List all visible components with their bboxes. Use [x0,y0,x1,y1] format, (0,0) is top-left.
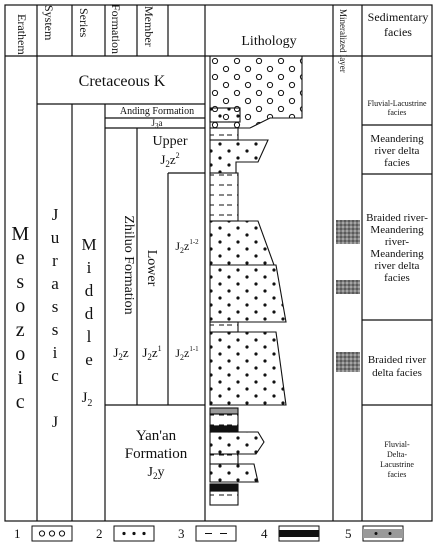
mineralized-layer-1 [336,220,360,244]
legend-dot-a [122,531,126,536]
lower-sub12-label: J2z1-2 [175,238,199,255]
legend-coal-bar [279,530,319,537]
legend-min-dot-b [388,532,392,535]
litho-mudstone-2 [209,172,239,222]
anding-formation-label: Anding Formation [120,106,194,117]
upper-code-label: J2z2 [160,151,179,169]
litho-sandstone-lower12b [209,264,287,323]
legend-mineralized-bar [363,529,403,538]
litho-coal-2 [209,483,239,492]
legend: 1 2 3 4 5 [14,525,404,542]
legend-min-dot-a [374,532,378,535]
table-border [4,4,433,522]
table-grid [4,4,433,522]
lower-sub11-label: J2z1-1 [175,345,199,362]
litho-coal-1 [209,425,239,433]
header-member: Member [142,6,156,47]
header-row: Erathem System Series Formation Member L… [15,4,428,73]
legend-number-4: 4 [261,526,268,541]
zhiluo-code-label: J2z [113,345,129,362]
header-facies-line1: Sedimentary [368,10,429,24]
header-sedimentary-facies: Sedimentary facies [368,10,429,39]
legend-number-2: 2 [96,526,103,541]
lower-member-label: Lower [144,250,159,287]
cretaceous-label: Cretaceous K [79,73,166,90]
header-lithology: Lithology [241,34,296,49]
legend-dot-c [142,531,146,536]
legend-number-1: 1 [14,526,21,541]
lower-code-label: J2z1 [142,344,161,362]
litho-mudstone-4 [209,413,239,427]
litho-mudstone-5 [209,453,239,465]
litho-sandstone-lower11 [209,331,287,406]
mineralized-markers [336,220,360,372]
header-facies-line2: facies [384,25,412,39]
legend-swatch-dashes [195,525,237,542]
litho-sandstone-yanan2 [209,463,259,483]
series-code-label: J2 [82,390,93,409]
litho-mudstone-1 [209,127,239,141]
system-code-label: J [52,414,58,431]
litho-mudstone-3 [209,321,239,333]
litho-sandstone-upper [209,139,269,174]
legend-dot-b [132,531,136,536]
anding-code-label: J3a [151,118,162,130]
mineralized-layer-2 [336,280,360,294]
legend-circle-a [38,530,46,537]
header-erathem: Erathem [15,14,29,55]
litho-mudstone-6 [209,490,239,506]
yanan-code-label: J2y [148,465,165,481]
header-formation: Formation [109,4,123,54]
legend-circle-c [58,530,66,537]
litho-sandstone-lower12a [209,220,275,266]
legend-circle-b [48,530,56,537]
zhiluo-formation-label: Zhiluo Formation [121,215,136,314]
lithology-column [209,55,303,506]
upper-member-label: Upper [153,134,188,149]
legend-number-3: 3 [178,526,185,541]
legend-number-5: 5 [345,526,352,541]
header-mineralized-layer: Mineralized layer [338,9,348,73]
litho-sandstone-anding [209,107,241,123]
litho-mineralized-band [209,407,239,415]
litho-sandstone-yanan1 [209,431,265,455]
header-system: System [42,5,56,41]
yanan-formation-line2: Formation [125,446,188,462]
legend-swatch-circles [31,525,73,542]
header-series: Series [77,8,91,38]
yanan-formation-line1: Yan'an [136,428,177,444]
mineralized-layer-3 [336,352,360,372]
